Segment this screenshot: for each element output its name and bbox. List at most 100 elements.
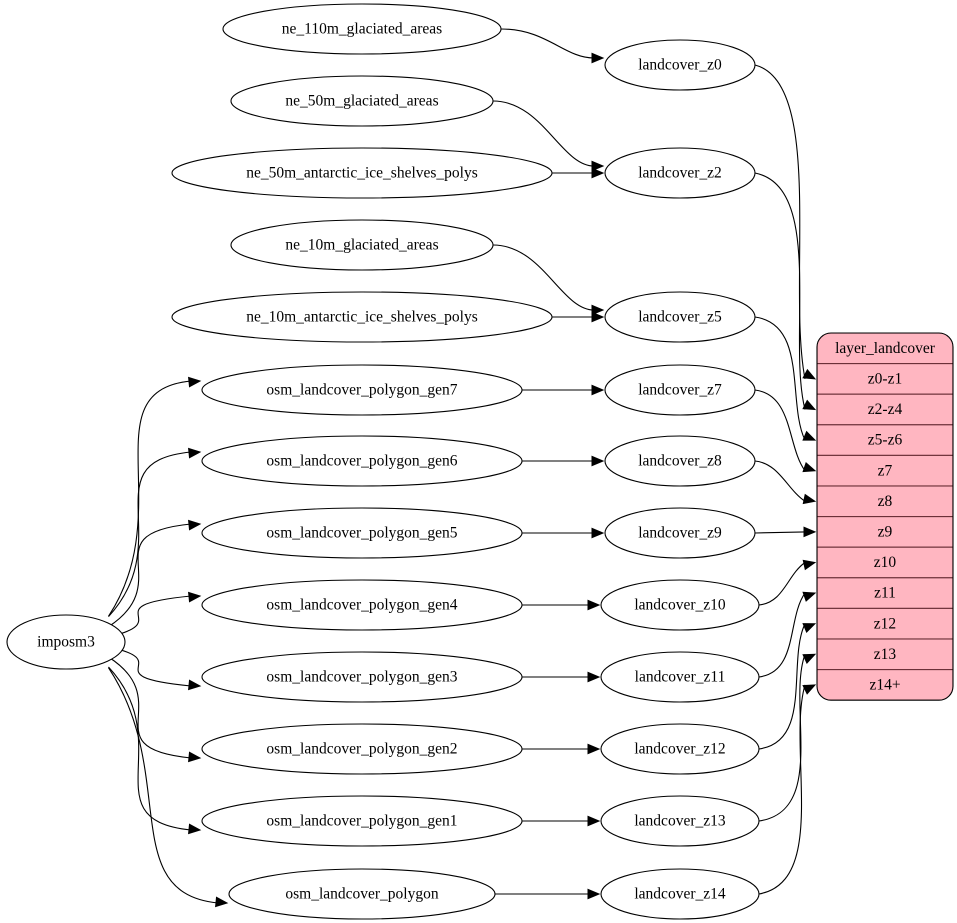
node-osm_landcover_polygon_gen5[interactable]: osm_landcover_polygon_gen5 — [201, 507, 523, 559]
edge-imposm3-to-osm_landcover_polygon — [108, 667, 219, 904]
node-ne_10m_antarctic_ice_shelves_polys-label: ne_10m_antarctic_ice_shelves_polys — [246, 309, 478, 326]
node-ne_110m_glaciated_areas-shape[interactable] — [222, 3, 502, 55]
node-osm_landcover_polygon_gen7[interactable]: osm_landcover_polygon_gen7 — [201, 364, 523, 416]
node-osm_landcover_polygon[interactable]: osm_landcover_polygon — [228, 868, 496, 920]
node-imposm3-label: imposm3 — [37, 634, 95, 651]
arrowhead-imposm3-to-osm_landcover_polygon_gen6 — [188, 447, 202, 459]
table-row-label-z13: z13 — [874, 646, 897, 663]
node-osm_landcover_polygon_gen4-shape[interactable] — [201, 579, 523, 631]
node-landcover_z11-shape[interactable] — [600, 651, 760, 703]
arrowhead-landcover_z8-to-row-z8 — [802, 493, 817, 505]
node-osm_landcover_polygon_gen2[interactable]: osm_landcover_polygon_gen2 — [201, 723, 523, 775]
node-ne_110m_glaciated_areas[interactable]: ne_110m_glaciated_areas — [222, 3, 502, 55]
arrowhead-osm_landcover_polygon_gen1-to-landcover_z13 — [587, 815, 601, 827]
node-landcover_z11[interactable]: landcover_z11 — [600, 651, 760, 703]
node-osm_landcover_polygon_gen3-shape[interactable] — [201, 651, 523, 703]
node-osm_landcover_polygon_gen1-shape[interactable] — [201, 795, 523, 847]
node-landcover_z12-label: landcover_z12 — [634, 741, 725, 758]
node-ne_10m_antarctic_ice_shelves_polys[interactable]: ne_10m_antarctic_ice_shelves_polys — [171, 291, 553, 343]
node-landcover_z13-label: landcover_z13 — [634, 813, 725, 830]
edge-landcover_z13-to-row-z13 — [758, 654, 806, 822]
arrowhead-osm_landcover_polygon_gen2-to-landcover_z12 — [587, 743, 601, 755]
node-landcover_z14[interactable]: landcover_z14 — [600, 868, 760, 920]
arrowhead-landcover_z14-to-row-z14+ — [802, 684, 817, 695]
edge-landcover_z10-to-row-z10 — [758, 562, 806, 606]
node-osm_landcover_polygon_gen5-shape[interactable] — [201, 507, 523, 559]
edge-landcover_z9-to-row-z9 — [754, 531, 806, 534]
arrowhead-osm_landcover_polygon-to-landcover_z14 — [587, 888, 601, 900]
table-row-cell-z12[interactable] — [817, 607, 953, 640]
node-osm_landcover_polygon-shape[interactable] — [228, 868, 496, 920]
arrowhead-imposm3-to-osm_landcover_polygon_gen5 — [188, 519, 202, 531]
node-landcover_z10[interactable]: landcover_z10 — [600, 579, 760, 631]
table-header-label: layer_landcover — [835, 340, 936, 357]
node-imposm3-shape[interactable] — [6, 614, 126, 670]
node-ne_10m_glaciated_areas[interactable]: ne_10m_glaciated_areas — [230, 219, 494, 271]
edge-imposm3-to-osm_landcover_polygon_gen6 — [108, 451, 192, 618]
node-osm_landcover_polygon_gen6[interactable]: osm_landcover_polygon_gen6 — [201, 435, 523, 487]
node-ne_10m_antarctic_ice_shelves_polys-shape[interactable] — [171, 291, 553, 343]
node-osm_landcover_polygon_gen3-label: osm_landcover_polygon_gen3 — [266, 669, 457, 686]
node-landcover_z8-shape[interactable] — [604, 435, 756, 487]
edge-landcover_z12-to-row-z12 — [758, 623, 806, 750]
layer-landcover-table[interactable]: layer_landcoverz0-z1z2-z4z5-z6z7z8z9z10z… — [816, 332, 954, 701]
node-osm_landcover_polygon-label: osm_landcover_polygon — [285, 886, 439, 903]
node-landcover_z10-shape[interactable] — [600, 579, 760, 631]
node-osm_landcover_polygon_gen3[interactable]: osm_landcover_polygon_gen3 — [201, 651, 523, 703]
table-row-cell-z13[interactable] — [817, 638, 953, 671]
node-landcover_z12-shape[interactable] — [600, 723, 760, 775]
edge-ne_110m_glaciated_areas-to-landcover_z0 — [500, 28, 595, 59]
edge-landcover_z0-to-row-z0-z1 — [754, 64, 806, 380]
table-cells: layer_landcoverz0-z1z2-z4z5-z6z7z8z9z10z… — [817, 333, 953, 701]
arrowhead-ne_50m_glaciated_areas-to-landcover_z2 — [591, 160, 605, 172]
node-ne_50m_glaciated_areas[interactable]: ne_50m_glaciated_areas — [230, 75, 494, 127]
arrowhead-osm_landcover_polygon_gen7-to-landcover_z7 — [591, 384, 605, 396]
node-osm_landcover_polygon_gen6-shape[interactable] — [201, 435, 523, 487]
node-landcover_z5-shape[interactable] — [604, 291, 756, 343]
edge-landcover_z14-to-row-z14+ — [758, 684, 806, 895]
node-ne_50m_antarctic_ice_shelves_polys-shape[interactable] — [171, 147, 553, 199]
node-ne_10m_glaciated_areas-label: ne_10m_glaciated_areas — [285, 237, 438, 254]
edge-landcover_z2-to-row-z2-z4 — [754, 172, 806, 410]
arrowhead-imposm3-to-osm_landcover_polygon_gen7 — [188, 376, 202, 388]
node-landcover_z13-shape[interactable] — [600, 795, 760, 847]
node-osm_landcover_polygon_gen2-shape[interactable] — [201, 723, 523, 775]
table-row-label-z9: z9 — [878, 523, 893, 540]
arrowhead-landcover_z7-to-row-z7 — [802, 461, 817, 473]
node-landcover_z9[interactable]: landcover_z9 — [604, 507, 756, 559]
node-landcover_z2[interactable]: landcover_z2 — [604, 147, 756, 199]
node-ne_50m_antarctic_ice_shelves_polys[interactable]: ne_50m_antarctic_ice_shelves_polys — [171, 147, 553, 199]
node-ne_10m_glaciated_areas-shape[interactable] — [230, 219, 494, 271]
node-ne_50m_antarctic_ice_shelves_polys-label: ne_50m_antarctic_ice_shelves_polys — [246, 165, 478, 182]
node-ne_50m_glaciated_areas-shape[interactable] — [230, 75, 494, 127]
edge-landcover_z8-to-row-z8 — [754, 460, 806, 502]
node-landcover_z0[interactable]: landcover_z0 — [604, 39, 756, 91]
node-landcover_z8[interactable]: landcover_z8 — [604, 435, 756, 487]
node-osm_landcover_polygon_gen1[interactable]: osm_landcover_polygon_gen1 — [201, 795, 523, 847]
edge-imposm3-to-osm_landcover_polygon_gen1 — [108, 666, 192, 831]
table-row-cell-z7[interactable] — [817, 454, 953, 487]
node-osm_landcover_polygon_gen4[interactable]: osm_landcover_polygon_gen4 — [201, 579, 523, 631]
table-row-cell-z5-z6[interactable] — [817, 424, 953, 456]
node-landcover_z14-shape[interactable] — [600, 868, 760, 920]
node-imposm3[interactable]: imposm3 — [6, 614, 126, 670]
node-osm_landcover_polygon_gen1-label: osm_landcover_polygon_gen1 — [266, 813, 457, 830]
arrowhead-landcover_z13-to-row-z13 — [802, 653, 817, 664]
table-row-cell-z14+[interactable] — [817, 669, 953, 701]
arrowhead-imposm3-to-osm_landcover_polygon_gen1 — [188, 823, 202, 835]
node-landcover_z7-label: landcover_z7 — [638, 382, 722, 399]
arrowhead-osm_landcover_polygon_gen3-to-landcover_z11 — [587, 671, 601, 683]
table-row-cell-z8[interactable] — [817, 485, 953, 518]
node-landcover_z7-shape[interactable] — [604, 364, 756, 416]
node-landcover_z12[interactable]: landcover_z12 — [600, 723, 760, 775]
edge-imposm3-to-osm_landcover_polygon_gen5 — [108, 523, 192, 628]
node-landcover_z5[interactable]: landcover_z5 — [604, 291, 756, 343]
node-landcover_z0-label: landcover_z0 — [638, 57, 722, 74]
node-landcover_z9-shape[interactable] — [604, 507, 756, 559]
table-row-label-z0-z1: z0-z1 — [868, 370, 902, 387]
node-landcover_z2-shape[interactable] — [604, 147, 756, 199]
node-landcover_z7[interactable]: landcover_z7 — [604, 364, 756, 416]
node-landcover_z13[interactable]: landcover_z13 — [600, 795, 760, 847]
node-osm_landcover_polygon_gen7-shape[interactable] — [201, 364, 523, 416]
node-landcover_z0-shape[interactable] — [604, 39, 756, 91]
